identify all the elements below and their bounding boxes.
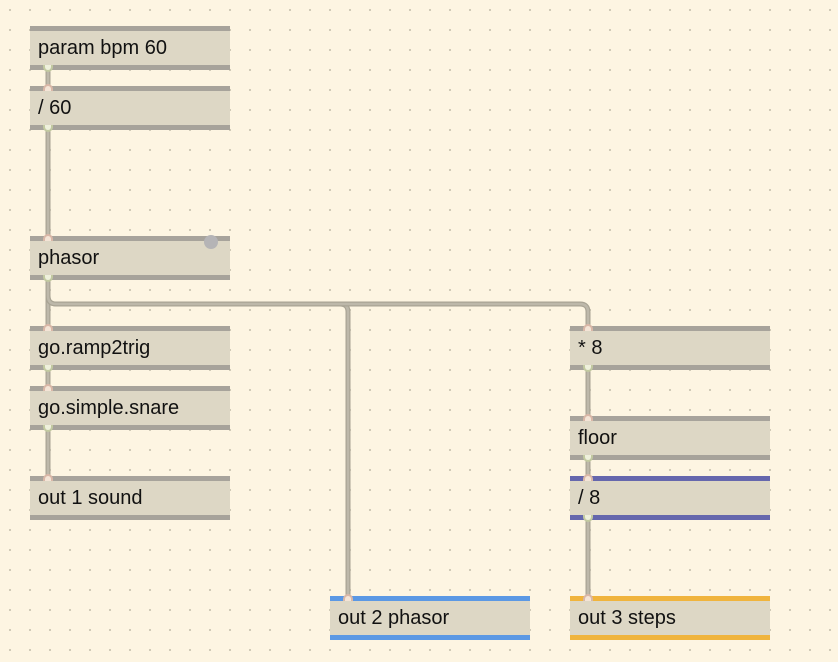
object-multiply-8[interactable]: * 8 [570, 324, 770, 372]
phase-inlet-dot-icon[interactable] [204, 235, 218, 249]
object-label: * 8 [578, 337, 603, 359]
object-label: phasor [38, 247, 100, 269]
object-label: floor [578, 427, 617, 449]
outlet-port[interactable] [43, 65, 53, 72]
inlet-port[interactable] [583, 594, 593, 601]
outlet-port[interactable] [43, 425, 53, 432]
outlet-port[interactable] [583, 365, 593, 372]
object-label: param bpm 60 [38, 37, 167, 59]
inlet-port[interactable] [43, 84, 53, 91]
object-divide-60[interactable]: / 60 [30, 84, 230, 132]
object-floor[interactable]: floor [570, 414, 770, 462]
object-label: / 8 [578, 487, 601, 509]
object-label: / 60 [38, 97, 72, 119]
object-go-ramp2trig[interactable]: go.ramp2trig [30, 324, 230, 372]
patch-cord-core [46, 278, 590, 328]
outlet-port[interactable] [43, 365, 53, 372]
object-label: out 3 steps [578, 607, 676, 629]
object-label: out 2 phasor [338, 607, 450, 629]
object-go-simple-snare[interactable]: go.simple.snare [30, 384, 230, 432]
outlet-port[interactable] [43, 125, 53, 132]
object-divide-8[interactable]: / 8 [570, 474, 770, 522]
inlet-port[interactable] [43, 384, 53, 391]
inlet-port[interactable] [583, 474, 593, 481]
object-phasor[interactable]: phasor [30, 234, 230, 282]
object-label: go.ramp2trig [38, 337, 151, 359]
inlet-port[interactable] [343, 594, 353, 601]
outlet-port[interactable] [583, 515, 593, 522]
object-out-2-phasor[interactable]: out 2 phasor [330, 594, 530, 640]
object-out-3-steps[interactable]: out 3 steps [570, 594, 770, 640]
object-out-1-sound[interactable]: out 1 sound [30, 474, 230, 520]
outlet-port[interactable] [583, 455, 593, 462]
object-param-bpm[interactable]: param bpm 60 [30, 26, 230, 72]
inlet-port[interactable] [43, 234, 53, 241]
inlet-port[interactable] [43, 324, 53, 331]
inlet-port[interactable] [583, 324, 593, 331]
patch-cord-phasor-mul8[interactable] [45, 277, 591, 329]
object-label: go.simple.snare [38, 397, 180, 419]
inlet-port[interactable] [583, 414, 593, 421]
object-label: out 1 sound [38, 487, 143, 509]
outlet-port[interactable] [43, 275, 53, 282]
inlet-port[interactable] [43, 474, 53, 481]
